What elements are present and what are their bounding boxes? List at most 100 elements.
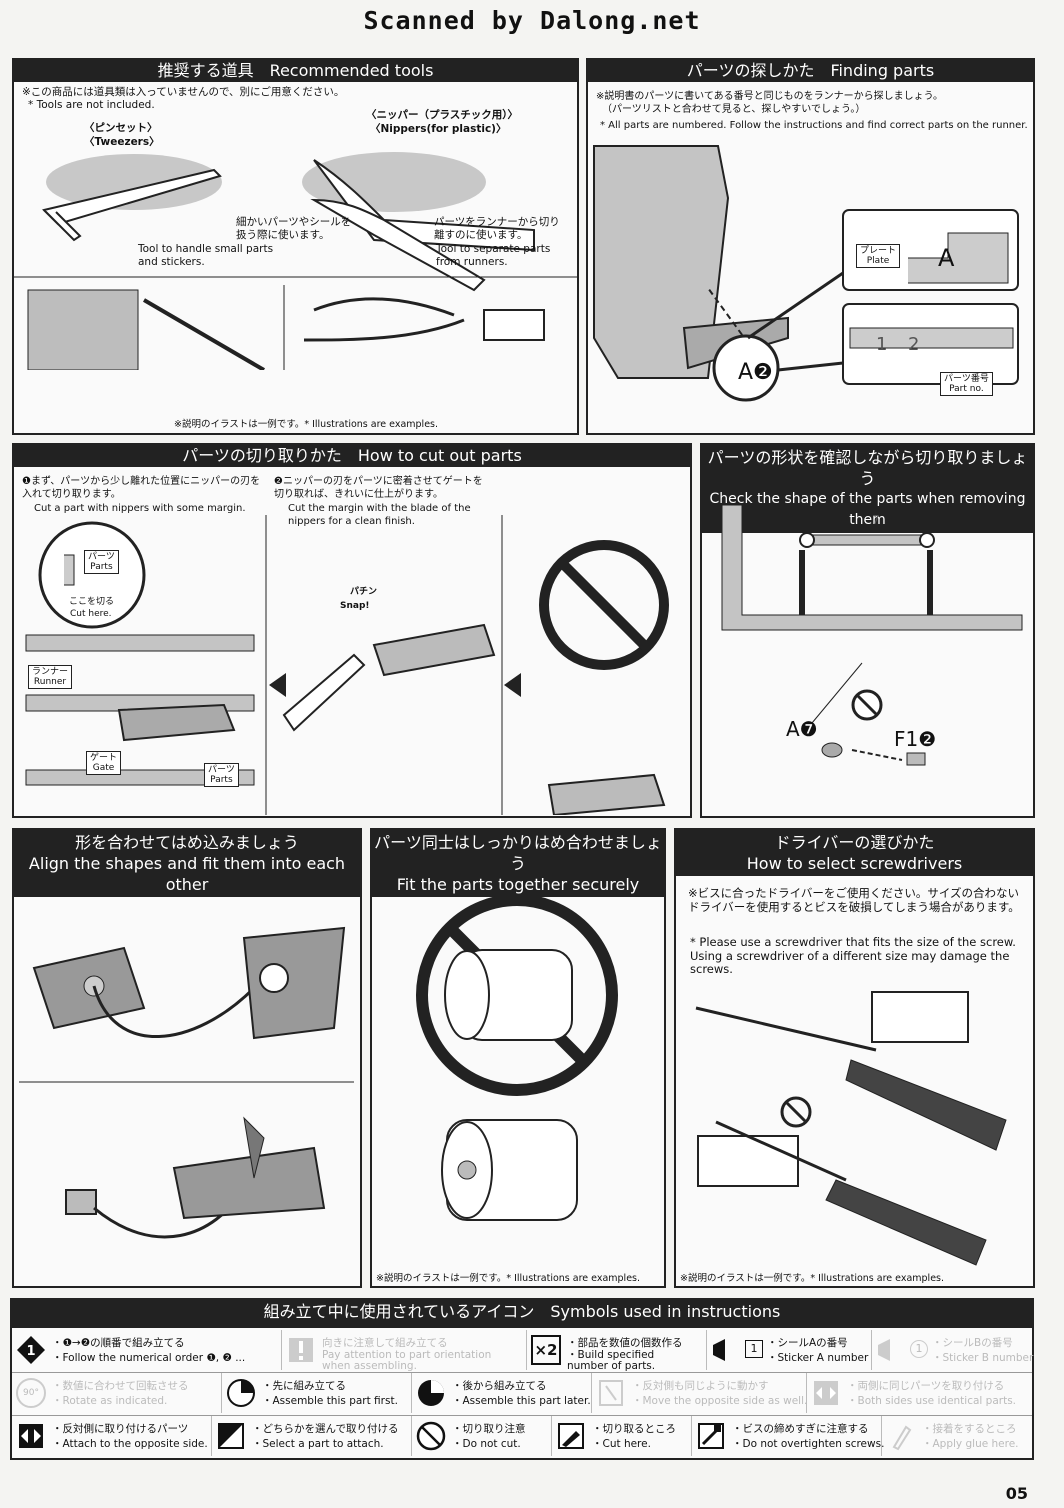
symbol-rotate: 90° ・数値に合わせて回転させる ・Rotate as indicated. bbox=[12, 1373, 222, 1413]
symbol-do-not-cut: ・切り取り注意 ・Do not cut. bbox=[412, 1416, 552, 1456]
cut-here-icon bbox=[558, 1423, 584, 1449]
symbol-build-count: ×2 ・部品を数値の個数作る ・Build specified number o… bbox=[527, 1330, 707, 1372]
symbols-grid: 1 ・❶→❷の順番で組み立てる ・Follow the numerical or… bbox=[10, 1326, 1034, 1460]
snap-jp: パチン bbox=[350, 587, 378, 597]
panel-cut-out-parts: パーツの切り取りかた How to cut out parts ❶まず、パーツか… bbox=[12, 443, 692, 818]
symbol-sticker-a: 1 ・シールAの番号 ・Sticker A number bbox=[707, 1330, 872, 1370]
title-jp: パーツの形状を確認しながら切り取りましょう bbox=[707, 448, 1028, 488]
move-opposite-icon bbox=[599, 1380, 623, 1406]
example-note: ※説明のイラストは一例です。* Illustrations are exampl… bbox=[376, 1273, 641, 1284]
symbol-glue: ・接着をするところ ・Apply glue here. bbox=[882, 1416, 1032, 1456]
title-en: Fit the parts together securely bbox=[396, 875, 640, 894]
nippers-label-jp: 〈ニッパー（プラスチック用）〉 bbox=[366, 109, 519, 121]
tools-illustration bbox=[14, 152, 577, 370]
symbol-orientation: 向きに注意して組み立てる Pay attention to part orien… bbox=[282, 1330, 527, 1372]
tweezers-label-jp: 〈ピンセット〉 bbox=[84, 122, 158, 134]
symbol-numerical-order: 1 ・❶→❷の順番で組み立てる ・Follow the numerical or… bbox=[12, 1330, 282, 1370]
step1-en: Cut a part with nippers with some margin… bbox=[34, 503, 246, 514]
tweezers-desc-jp: 細かいパーツやシールを扱う際に使います。 bbox=[236, 216, 352, 241]
title-en: Check the shape of the parts when removi… bbox=[709, 491, 1026, 528]
cutout-illustration bbox=[25, 515, 669, 815]
svg-text:1: 1 bbox=[26, 1344, 35, 1359]
align-illustration bbox=[19, 926, 354, 1239]
assemble-later-icon bbox=[418, 1380, 444, 1406]
exclamation-icon bbox=[289, 1338, 313, 1362]
step1-jp: ❶まず、パーツから少し離れた位置にニッパーの刃を入れて切り取ります。 bbox=[22, 476, 261, 500]
runner-number-2: 2 bbox=[908, 334, 920, 355]
symbol-both-sides: ・両側に同じパーツを取り付ける ・Both sides use identica… bbox=[807, 1373, 1032, 1413]
plate-letter: A bbox=[938, 244, 955, 272]
nippers-label-en: 〈Nippers(for plastic)〉 bbox=[370, 123, 507, 135]
part-label-f12: F1❷ bbox=[894, 727, 937, 751]
driver-illustration bbox=[695, 991, 1007, 1266]
driver-note-en: * Please use a screwdriver that fits the… bbox=[690, 935, 1016, 976]
title-en: How to select screwdrivers bbox=[746, 854, 963, 873]
snap-en: Snap! bbox=[340, 601, 370, 611]
opposite-side-icon bbox=[19, 1424, 43, 1448]
symbol-assemble-later: ・後から組み立てる ・Assemble this part later. bbox=[412, 1373, 592, 1413]
panel-screwdrivers: ドライバーの選びかた How to select screwdrivers ※ビ… bbox=[674, 828, 1035, 1288]
step2-en: Cut the margin with the blade of the nip… bbox=[288, 503, 471, 527]
panel-title: 推奨する道具 Recommended tools bbox=[14, 60, 577, 82]
cut-here-en: Cut here. bbox=[70, 609, 112, 619]
part-label-a7: A❼ bbox=[786, 717, 818, 741]
symbol-select-part: ・どちらかを選んで取り付ける ・Select a part to attach. bbox=[212, 1416, 412, 1456]
symbol-assemble-first: ・先に組み立てる ・Assemble this part first. bbox=[222, 1373, 412, 1413]
panel-finding-parts: パーツの探しかた Finding parts ※説明書のパーツに書いてある番号と… bbox=[586, 58, 1035, 435]
cut-here-jp: ここを切る bbox=[69, 597, 115, 607]
title-jp: パーツ同士はしっかりはめ合わせましょう bbox=[374, 833, 662, 873]
glue-icon bbox=[892, 1425, 912, 1451]
step-diamond-icon: 1 bbox=[17, 1336, 45, 1364]
panel-title: パーツ同士はしっかりはめ合わせましょう Fit the parts togeth… bbox=[372, 830, 664, 897]
symbol-opposite-side: ・反対側に取り付けるパーツ ・Attach to the opposite si… bbox=[12, 1416, 212, 1456]
sticker-b-number: 1 bbox=[910, 1340, 928, 1358]
finding-illustration bbox=[593, 145, 1019, 402]
select-part-icon bbox=[218, 1423, 244, 1449]
tools-note-jp: ※この商品には道具類は入っていませんので、別にご用意ください。 bbox=[22, 86, 345, 98]
both-sides-icon bbox=[814, 1381, 838, 1405]
tools-note-en: * Tools are not included. bbox=[28, 99, 155, 111]
finding-note-jp: ※説明書のパーツに書いてある番号と同じものをランナーから探しましょう。 bbox=[596, 91, 943, 102]
page-number: 05 bbox=[1005, 1484, 1028, 1503]
tweezers-desc-en: Tool to handle small parts and stickers. bbox=[138, 243, 274, 268]
panel-align-shapes: 形を合わせてはめ込みましょう Align the shapes and fit … bbox=[12, 828, 362, 1288]
nippers-desc-en: Tool to separate parts from runners. bbox=[436, 243, 551, 268]
panel-title: パーツの探しかた Finding parts bbox=[588, 60, 1033, 82]
nippers-desc-jp: パーツをランナーから切り離すのに使います。 bbox=[434, 216, 560, 241]
panel-title: パーツの切り取りかた How to cut out parts bbox=[14, 445, 690, 467]
screw-warning-icon bbox=[698, 1423, 724, 1449]
title-jp: 形を合わせてはめ込みましょう bbox=[75, 833, 299, 852]
sticker-a-icon bbox=[713, 1339, 725, 1361]
panel-fit-securely: パーツ同士はしっかりはめ合わせましょう Fit the parts togeth… bbox=[370, 828, 666, 1288]
symbol-sticker-b: 1 ・シールBの番号 ・Sticker B number bbox=[872, 1330, 1033, 1370]
do-not-cut-icon bbox=[416, 1421, 446, 1451]
title-en: Align the shapes and fit them into each … bbox=[28, 854, 346, 894]
shape-illustration bbox=[721, 504, 1023, 766]
panel-check-shape: パーツの形状を確認しながら切り取りましょう Check the shape of… bbox=[700, 443, 1035, 818]
multiply-badge-icon: ×2 bbox=[531, 1335, 561, 1365]
sticker-a-number: 1 bbox=[745, 1340, 763, 1358]
panel-title: パーツの形状を確認しながら切り取りましょう Check the shape of… bbox=[702, 445, 1033, 533]
symbols-title: 組み立て中に使用されているアイコン Symbols used in instru… bbox=[10, 1298, 1034, 1326]
symbol-move-opposite: ・反対側も同じように動かす ・Move the opposite side as… bbox=[592, 1373, 807, 1413]
example-note: ※説明のイラストは一例です。* Illustrations are exampl… bbox=[680, 1273, 945, 1284]
finding-note-jp2: （パーツリストと合わせて見ると、探しやすいでしょう。） bbox=[602, 104, 866, 115]
title-jp: ドライバーの選びかた bbox=[774, 833, 935, 852]
symbol-cut-here: ・切り取るところ ・Cut here. bbox=[552, 1416, 692, 1456]
symbol-overtighten: ・ビスの締めすぎに注意する ・Do not overtighten screws… bbox=[692, 1416, 884, 1456]
driver-note-jp: ※ビスに合ったドライバーをご使用ください。サイズの合わないドライバーを使用すると… bbox=[688, 886, 1020, 914]
panel-recommended-tools: 推奨する道具 Recommended tools ※この商品には道具類は入ってい… bbox=[12, 58, 579, 435]
scan-watermark: Scanned by Dalong.net bbox=[363, 6, 701, 35]
runner-mark: 7 bbox=[872, 513, 880, 527]
fit-illustration bbox=[416, 894, 618, 1221]
panel-title: ドライバーの選びかた How to select screwdrivers bbox=[676, 830, 1033, 876]
assemble-first-icon bbox=[227, 1379, 255, 1407]
rotate-icon: 90° bbox=[16, 1378, 46, 1408]
finding-note-en: * All parts are numbered. Follow the ins… bbox=[600, 120, 1028, 131]
sticker-b-icon bbox=[878, 1339, 890, 1361]
tweezers-label-en: 〈Tweezers〉 bbox=[84, 136, 160, 148]
